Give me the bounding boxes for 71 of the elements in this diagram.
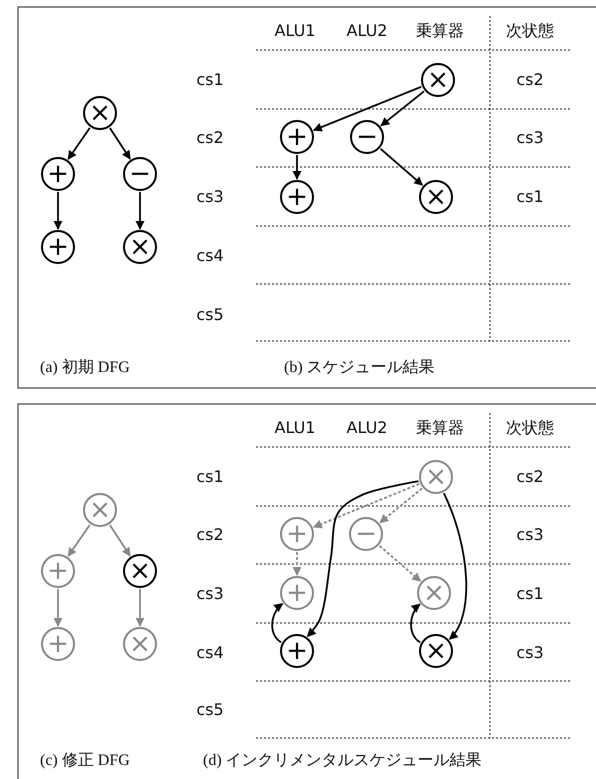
table-label: cs4: [196, 645, 224, 661]
arrow: [443, 492, 468, 640]
operator-node: −: [349, 517, 383, 551]
arrow: [312, 86, 422, 132]
table-label: cs3: [196, 189, 224, 205]
column-header: 次状態: [506, 420, 554, 436]
arrow: [292, 155, 302, 180]
operator-node: ×: [123, 230, 157, 264]
operator-node: +: [41, 157, 75, 191]
operator-node: ×: [123, 554, 157, 588]
operator-node: +: [280, 180, 314, 214]
table-label: cs1: [196, 72, 224, 88]
table-label: cs5: [196, 702, 224, 718]
operator-node: +: [41, 554, 75, 588]
operator-node: ×: [83, 96, 117, 130]
table-label: cs5: [196, 307, 224, 323]
arrow: [410, 604, 421, 644]
table-label: cs2: [516, 469, 544, 485]
column-header: ALU2: [346, 420, 388, 436]
arrow: [136, 192, 144, 230]
table-label: cs4: [196, 248, 224, 264]
arrow: [67, 127, 91, 160]
operator-node: ×: [419, 180, 453, 214]
operator-node: +: [280, 517, 314, 551]
operator-node: ×: [419, 460, 453, 494]
table-label: cs1: [516, 586, 544, 602]
table-label: cs3: [196, 586, 224, 602]
operator-node: ×: [421, 63, 455, 97]
column-header: ALU1: [274, 23, 316, 39]
table-label: cs2: [196, 130, 224, 146]
operator-node: ×: [417, 576, 451, 610]
table-label: cs3: [516, 130, 544, 146]
column-header: 乗算器: [416, 23, 464, 39]
operator-node: ×: [419, 634, 453, 668]
column-header: 次状態: [506, 23, 554, 39]
panel-caption: (a) 初期 DFG: [40, 360, 130, 376]
operator-node: +: [280, 634, 314, 668]
table-label: cs1: [196, 469, 224, 485]
column-header: ALU1: [274, 420, 316, 436]
arrow: [54, 589, 62, 627]
arrow: [109, 524, 131, 557]
operator-node: +: [280, 576, 314, 610]
panel-caption: (b) スケジュール結果: [284, 360, 435, 376]
arrow: [379, 545, 422, 582]
table-label: cs3: [516, 527, 544, 543]
arrow: [109, 128, 131, 160]
arrow: [292, 552, 302, 576]
operator-node: +: [41, 230, 75, 264]
table-label: cs3: [516, 645, 544, 661]
operator-node: −: [350, 120, 384, 154]
arrow: [271, 603, 284, 644]
arrow: [54, 192, 62, 230]
column-header: 乗算器: [416, 420, 464, 436]
operator-node: +: [41, 627, 75, 661]
panel-caption: (c) 修正 DFG: [40, 753, 130, 769]
arrow: [67, 524, 91, 557]
table-label: cs1: [516, 189, 544, 205]
column-header: ALU2: [346, 23, 388, 39]
operator-node: ×: [83, 493, 117, 527]
arrow: [306, 480, 419, 638]
arrow: [136, 589, 144, 627]
arrow: [312, 483, 420, 528]
panel-caption: (d) インクリメンタルスケジュール結果: [203, 753, 482, 769]
arrow: [380, 148, 424, 186]
operator-node: +: [280, 120, 314, 154]
table-label: cs2: [516, 72, 544, 88]
arrow: [379, 488, 423, 524]
arrow: [380, 90, 425, 126]
operator-node: ×: [123, 627, 157, 661]
table-label: cs2: [196, 527, 224, 543]
operator-node: −: [123, 157, 157, 191]
